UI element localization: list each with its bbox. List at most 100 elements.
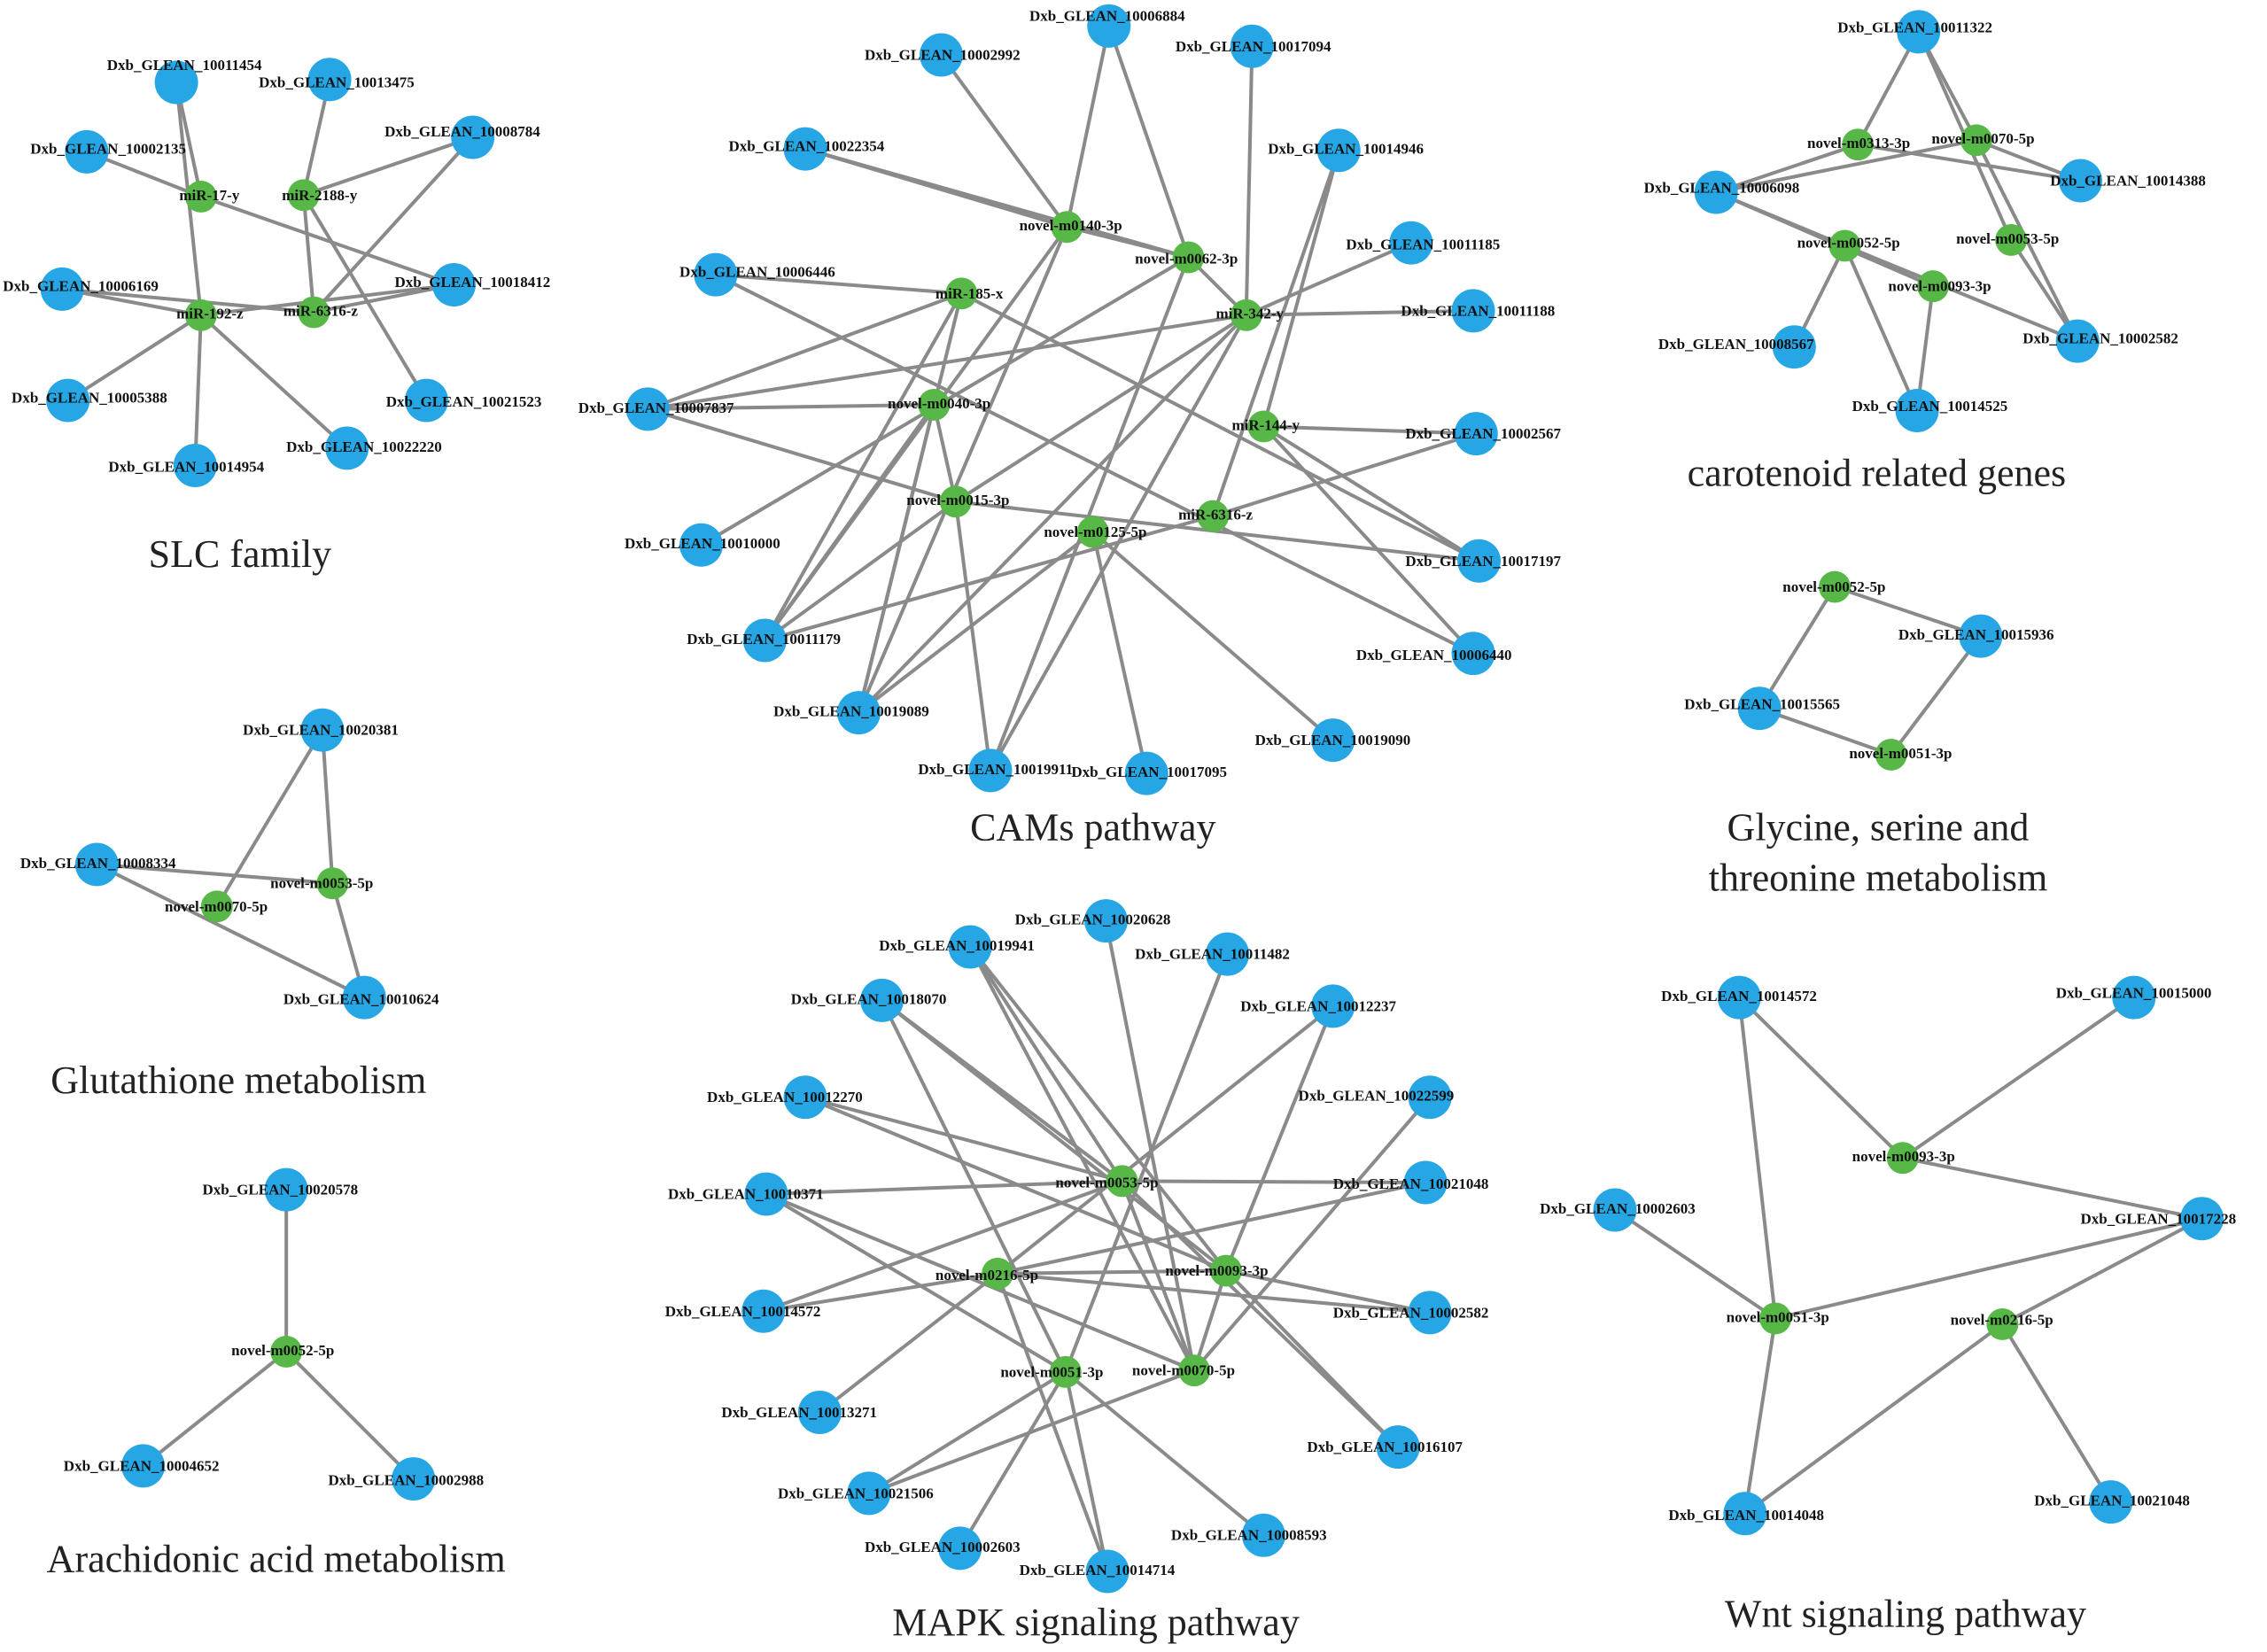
gene-node xyxy=(1241,1513,1285,1557)
mirna-label: novel-m0070-5p xyxy=(1132,1362,1235,1379)
gene-label: Dxb_GLEAN_10008334 xyxy=(20,855,176,872)
network-edge xyxy=(960,291,1480,562)
mirna-label: novel-m0052-5p xyxy=(1797,235,1900,252)
gene-node xyxy=(1895,389,1939,432)
network-edge xyxy=(96,863,366,999)
gene-node xyxy=(2058,159,2102,203)
mirna-label: miR-6316-z xyxy=(1178,507,1253,524)
network-edge xyxy=(1091,531,1335,742)
slc-edges xyxy=(61,79,475,466)
network-edge xyxy=(1975,139,2079,343)
mirna-node xyxy=(1197,500,1230,532)
network-edge xyxy=(1715,190,1934,288)
carotenoid-edges xyxy=(1715,30,2082,412)
network-edge xyxy=(200,283,454,317)
network-edge xyxy=(858,530,1095,715)
wnt-title: Wnt signaling pathway xyxy=(1725,1592,2086,1635)
gene-label: Dxb_GLEAN_10022354 xyxy=(729,137,885,154)
network-edge xyxy=(765,1192,1067,1374)
gene-label: Dxb_GLEAN_10016107 xyxy=(1307,1439,1463,1455)
gene-label: Dxb_GLEAN_10010624 xyxy=(283,990,439,1007)
network-edge xyxy=(1715,138,1977,195)
network-edge xyxy=(1245,241,1412,317)
network-edge xyxy=(1225,1268,1431,1315)
network-edge xyxy=(996,1004,1334,1276)
mirna-node xyxy=(1178,1354,1210,1387)
carotenoid-title: carotenoid related genes xyxy=(1688,452,2067,495)
arachidonic-labels: Dxb_GLEAN_10020578Dxb_GLEAN_10004652Dxb_… xyxy=(64,1182,484,1489)
mirna-label: novel-m0053-5p xyxy=(1956,230,2059,247)
network-edge xyxy=(1064,1370,1265,1537)
network-edge xyxy=(648,402,935,411)
gene-node xyxy=(65,129,109,174)
gene-node xyxy=(1389,221,1433,265)
network-edge xyxy=(2001,1217,2203,1326)
network-edge xyxy=(867,1370,1067,1495)
network-edge xyxy=(998,1268,1226,1276)
network-edge xyxy=(1844,244,2078,344)
network-edge xyxy=(1063,1371,1110,1572)
gene-label: Dxb_GLEAN_10010371 xyxy=(668,1186,824,1203)
gene-label: Dxb_GLEAN_10012237 xyxy=(1240,997,1396,1014)
gene-label: Dxb_GLEAN_10019911 xyxy=(918,761,1073,778)
gene-node xyxy=(742,618,787,663)
gene-node xyxy=(325,426,369,470)
mirna-label: novel-m0313-3p xyxy=(1807,135,1910,151)
network-edge xyxy=(1758,706,1892,756)
network-edge xyxy=(968,945,1228,1272)
network-edge xyxy=(313,283,454,314)
mirna-node xyxy=(939,485,972,518)
network-edge xyxy=(857,404,936,714)
gene-label: Dxb_GLEAN_10014946 xyxy=(1268,141,1424,158)
gene-label: Dxb_GLEAN_10017197 xyxy=(1405,553,1561,570)
mirna-node xyxy=(1828,229,1861,262)
gene-node xyxy=(1408,1075,1452,1120)
gene-node xyxy=(1451,289,1495,333)
gene-node xyxy=(1206,932,1250,976)
gene-node xyxy=(307,58,352,102)
gene-node xyxy=(2180,1197,2224,1241)
mirna-node xyxy=(298,296,330,329)
mirna-node xyxy=(184,299,217,331)
gene-label: Dxb_GLEAN_10011322 xyxy=(1837,19,1992,36)
gene-label: Dxb_GLEAN_10014048 xyxy=(1668,1507,1824,1524)
gene-node xyxy=(1085,1549,1130,1594)
network-edge xyxy=(1212,431,1477,518)
network-edge xyxy=(1063,953,1230,1373)
network-edge xyxy=(647,313,1247,411)
gene-label: Dxb_GLEAN_10002582 xyxy=(2022,330,2178,346)
gene-label: Dxb_GLEAN_10022220 xyxy=(286,438,442,455)
network-edge xyxy=(763,292,964,641)
gene-label: Dxb_GLEAN_10021523 xyxy=(386,393,542,410)
network-edge xyxy=(193,314,203,466)
mirna-node xyxy=(1106,1165,1138,1198)
slc-labels: Dxb_GLEAN_10011454Dxb_GLEAN_10013475Dxb_… xyxy=(3,57,550,476)
mirna-node xyxy=(1842,128,1875,161)
network-edge xyxy=(1902,1156,2202,1221)
gene-label: Dxb_GLEAN_10011454 xyxy=(107,57,262,74)
arachidonic-nodes xyxy=(121,1167,436,1501)
mirna-node xyxy=(200,890,233,923)
network-edge xyxy=(932,404,958,502)
gene-node xyxy=(121,1444,166,1488)
gene-node xyxy=(968,748,1013,793)
network-edge xyxy=(647,407,957,504)
gene-label: Dxb_GLEAN_10014525 xyxy=(1852,398,2008,415)
network-edge xyxy=(804,147,1190,260)
network-edge xyxy=(763,1179,1123,1314)
gene-node xyxy=(860,978,904,1022)
gene-node xyxy=(2112,975,2156,1020)
gene-label: Dxb_GLEAN_10002603 xyxy=(865,1539,1021,1555)
glutathione-title: Glutathione metabolism xyxy=(50,1059,426,1102)
mirna-label: miR-6316-z xyxy=(283,302,358,319)
gene-label: Dxb_GLEAN_10008593 xyxy=(1171,1527,1327,1544)
labels-layer: Dxb_GLEAN_10011454Dxb_GLEAN_10013475Dxb_… xyxy=(3,7,2236,1578)
network-edge xyxy=(1743,1322,2004,1516)
gene-node xyxy=(264,1167,308,1212)
gene-label: Dxb_GLEAN_10017095 xyxy=(1071,764,1227,780)
gene-node xyxy=(404,378,448,423)
gene-label: Dxb_GLEAN_10004652 xyxy=(64,1457,220,1474)
